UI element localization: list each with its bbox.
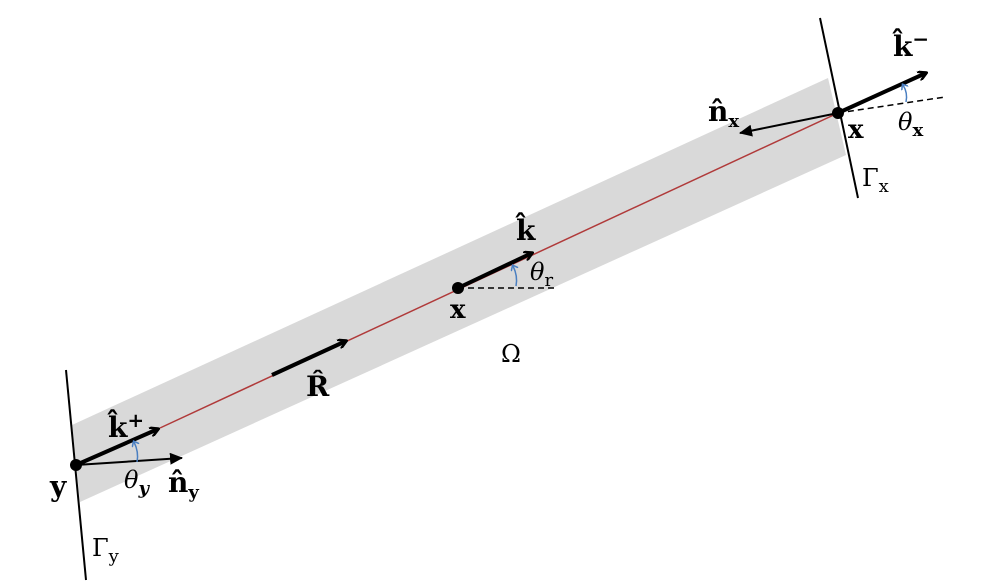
label-theta-x: θx	[898, 108, 923, 141]
theta-x-arc	[903, 85, 907, 103]
label-x-right: x	[848, 115, 864, 145]
k-plus-arrow	[75, 429, 158, 467]
n-x-arrow	[739, 112, 839, 137]
label-theta-y: θy	[124, 466, 150, 499]
label-n-y: n̂y	[168, 466, 199, 503]
label-y-point: y	[49, 470, 67, 503]
n-y-arrow	[75, 452, 183, 466]
theta-r-arc	[513, 266, 517, 287]
y-point	[70, 459, 82, 471]
theta-y-arc	[134, 442, 138, 463]
k-hat-arrow	[457, 253, 532, 290]
label-omega: Ω	[501, 340, 521, 368]
x-point-right	[832, 107, 844, 119]
label-theta-r: θr	[530, 258, 553, 291]
x-point-mid	[452, 282, 464, 294]
label-k-mid: k̂	[514, 213, 536, 247]
label-r-hat: R̂	[306, 370, 330, 403]
r-hat-arrow	[271, 341, 346, 377]
label-n-x: n̂x	[708, 95, 739, 132]
boundary-gamma-y	[65, 369, 87, 581]
k-minus-arrow	[837, 73, 926, 115]
label-x-mid: x	[450, 295, 466, 325]
label-k-plus: k̂+	[106, 408, 144, 444]
label-gamma-x: Γx	[862, 164, 889, 197]
horizontal-reference-x	[837, 96, 946, 114]
label-k-minus: k̂−	[891, 27, 929, 63]
label-gamma-y: Γy	[92, 534, 120, 567]
